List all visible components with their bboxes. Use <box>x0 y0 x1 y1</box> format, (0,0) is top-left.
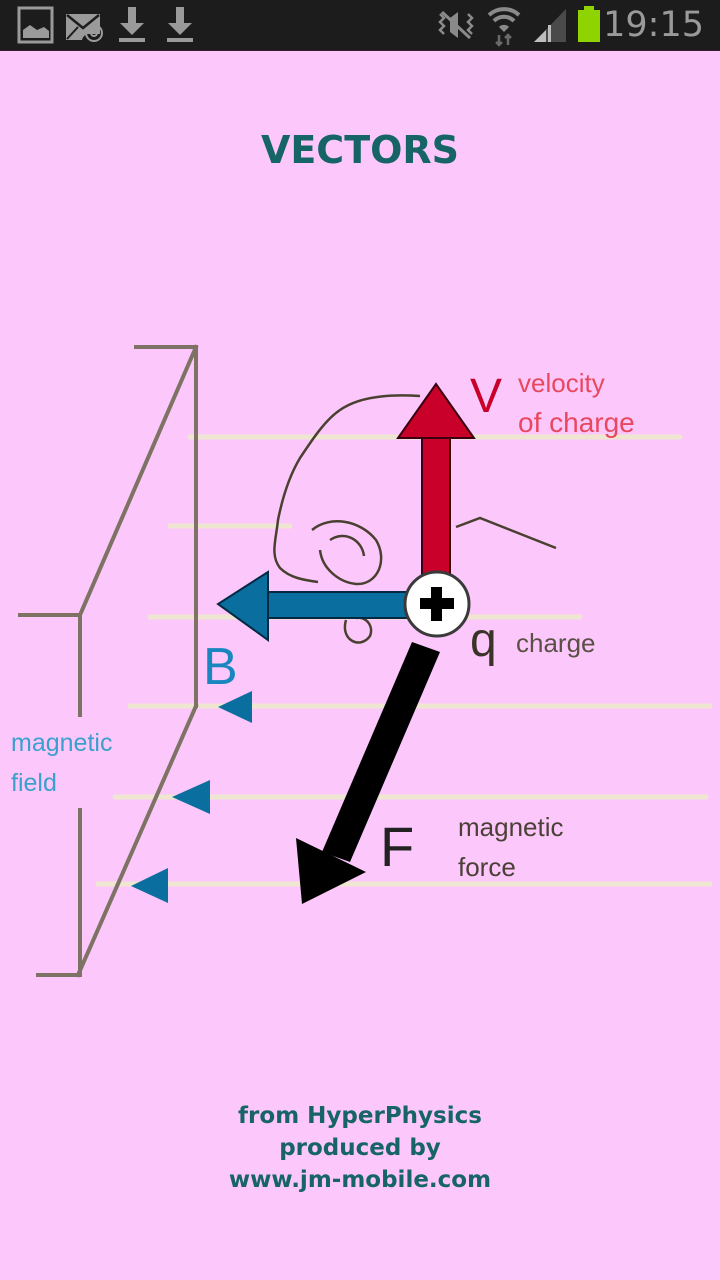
email-icon <box>66 14 103 42</box>
battery-icon <box>578 6 600 42</box>
signal-icon <box>534 9 566 42</box>
field-label-line1: magnetic <box>11 729 112 757</box>
velocity-arrow <box>396 382 476 575</box>
right-hand-rule-diagram: V velocity of charge B magnetic field q … <box>11 344 713 978</box>
credits-produced-by: produced by <box>279 1135 441 1161</box>
mute-icon <box>438 10 474 40</box>
status-time: 19:15 <box>603 5 704 45</box>
charge-symbol <box>403 570 471 638</box>
field-symbol: B <box>203 638 238 696</box>
force-label-line2: force <box>458 852 516 882</box>
status-bar: 19:15 <box>0 0 720 51</box>
page-title: VECTORS <box>260 128 460 172</box>
force-symbol: F <box>380 815 414 878</box>
download-icon <box>167 7 193 42</box>
force-label-line1: magnetic <box>458 812 564 842</box>
force-arrow <box>296 642 440 904</box>
gallery-icon <box>17 6 54 44</box>
credits: from HyperPhysics produced by www.jm-mob… <box>0 1100 720 1196</box>
field-arrow <box>216 570 421 642</box>
charge-symbol-label: q <box>470 614 497 667</box>
wifi-icon <box>487 7 521 47</box>
velocity-symbol: V <box>470 370 502 423</box>
hand-outline <box>273 394 557 644</box>
velocity-label-line2: of charge <box>518 407 635 438</box>
download-icon <box>119 7 145 42</box>
velocity-label-line1: velocity <box>518 368 605 398</box>
field-label-line2: field <box>11 769 57 797</box>
charge-label: charge <box>516 628 596 658</box>
credits-website-link[interactable]: www.jm-mobile.com <box>228 1167 492 1193</box>
field-lines <box>95 434 713 887</box>
field-plane-frame <box>18 344 199 978</box>
field-direction-arrows <box>131 691 252 903</box>
credits-source: from HyperPhysics <box>238 1103 482 1129</box>
